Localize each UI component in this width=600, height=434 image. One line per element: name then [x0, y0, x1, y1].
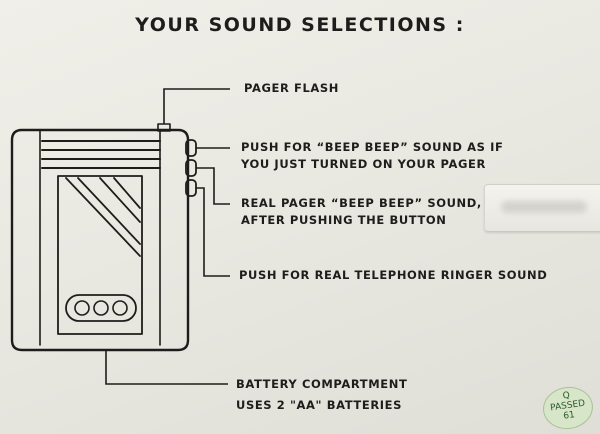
leader-ringer: [196, 187, 230, 277]
diagonal-stripe: [77, 177, 141, 245]
speaker-pill: [65, 294, 137, 322]
pager-inner-frame: [39, 129, 161, 346]
leader-pager-flash: [163, 88, 230, 124]
diagonal-stripe: [113, 177, 141, 209]
sticker-smudge: [501, 201, 587, 213]
label-ringer: PUSH FOR REAL TELEPHONE RINGER SOUND: [239, 268, 548, 282]
label-pager-flash: PAGER FLASH: [244, 81, 340, 95]
page-title: YOUR SOUND SELECTIONS :: [135, 14, 465, 36]
diagonal-stripe: [99, 177, 141, 223]
face-panel: [57, 175, 143, 335]
paper-sticker: [484, 184, 600, 232]
leader-battery: [105, 350, 228, 385]
speaker-hole: [112, 300, 128, 316]
label-real-beep-line1: REAL PAGER “BEEP BEEP” SOUND,: [241, 196, 482, 210]
label-beep-push-line1: PUSH FOR “BEEP BEEP” SOUND AS IF: [241, 140, 504, 154]
label-beep-push-line2: YOU JUST TURNED ON YOUR PAGER: [241, 157, 486, 171]
label-battery-line2: USES 2 "AA" BATTERIES: [236, 398, 403, 412]
label-battery-line1: BATTERY COMPARTMENT: [236, 377, 408, 391]
speaker-hole: [93, 300, 109, 316]
pager-body-outline: [10, 128, 190, 352]
label-real-beep-line2: AFTER PUSHING THE BUTTON: [241, 213, 447, 227]
diagonal-stripe: [65, 177, 141, 257]
leader-real-beep: [196, 167, 230, 205]
speaker-hole: [74, 300, 90, 316]
